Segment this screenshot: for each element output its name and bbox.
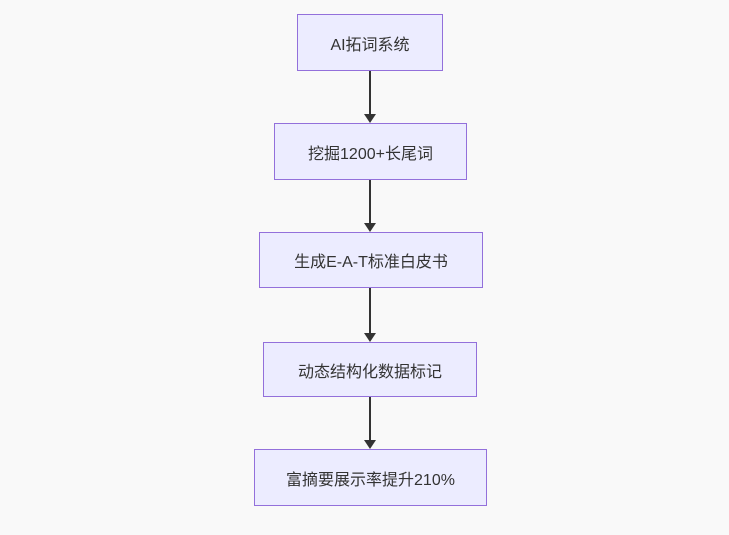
flow-arrow-1 <box>363 71 377 123</box>
arrow-line <box>369 288 371 334</box>
arrowhead-down-icon <box>364 114 376 123</box>
arrow-line <box>369 180 371 224</box>
flow-node-generate-eat-whitepaper: 生成E-A-T标准白皮书 <box>259 232 483 288</box>
arrow-line <box>369 71 371 115</box>
flow-node-label: 富摘要展示率提升210% <box>286 471 455 489</box>
flow-arrow-4 <box>363 397 377 449</box>
flow-node-ai-word-expansion-system: AI拓词系统 <box>297 14 443 71</box>
flow-node-label: AI拓词系统 <box>330 36 410 54</box>
flow-node-mine-longtail-keywords: 挖掘1200+长尾词 <box>274 123 467 180</box>
flow-node-label: 动态结构化数据标记 <box>297 363 442 381</box>
arrow-line <box>369 397 371 441</box>
flow-node-dynamic-structured-data-markup: 动态结构化数据标记 <box>263 342 477 397</box>
flow-arrow-3 <box>363 288 377 342</box>
arrowhead-down-icon <box>364 223 376 232</box>
flow-node-label: 生成E-A-T标准白皮书 <box>294 254 448 271</box>
flow-node-rich-snippet-rate-increase: 富摘要展示率提升210% <box>254 449 487 506</box>
arrowhead-down-icon <box>364 440 376 449</box>
flow-node-label: 挖掘1200+长尾词 <box>308 145 433 163</box>
arrowhead-down-icon <box>364 333 376 342</box>
flow-arrow-2 <box>363 180 377 232</box>
